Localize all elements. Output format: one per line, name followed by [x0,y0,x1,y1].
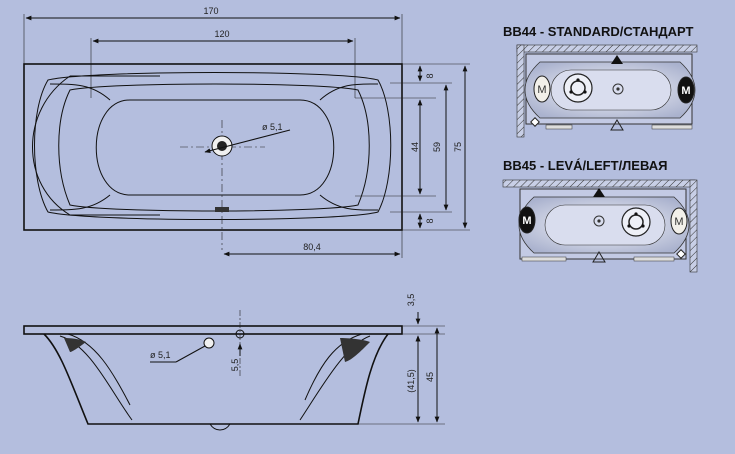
tub-body-side [43,333,389,425]
side-dim-overflow-label: 5,5 [230,359,240,372]
dim-inner-width-label: 44 [410,142,420,152]
side-dim-inner-depth-label: (41,5) [406,369,416,393]
side-drain-icon [203,337,215,349]
tub-rim-side [23,325,403,335]
side-dim-depth-label: 45 [425,372,435,382]
variant-bb45-left-badge: M [522,215,531,227]
side-dim-rim-label: 3,5 [406,294,416,307]
variant-bb44: BB44 - STANDARD/СТАНДАРТ M M [503,24,698,138]
dim-drain-diameter-label: ø 5,1 [262,122,283,132]
variant-bb45-title: BB45 - LEVÁ/LEFT/ЛЕВАЯ [503,158,667,173]
variant-bb44-left-badge: M [537,84,546,96]
variant-bb44-right-badge: M [681,85,690,97]
drain-inner-icon [217,141,227,151]
top-view: 170 120 ø 5,1 80,4 [23,6,470,258]
dim-drain-offset-label: 80,4 [303,242,321,252]
variant-bb44-title: BB44 - STANDARD/СТАНДАРТ [503,24,693,39]
dim-rim-bottom-label: 8 [425,218,435,223]
side-view: ø 5,1 5,5 3,5 (41,5) 45 [23,294,445,431]
variant-bb45-right-badge: M [674,216,683,228]
dim-rim-top-label: 8 [425,73,435,78]
tub-floor [95,99,335,196]
tub-outline-top [23,63,403,231]
dim-bottom-width-label: 59 [432,142,442,152]
variant-bb45: BB45 - LEVÁ/LEFT/ЛЕВАЯ M M [502,158,698,273]
overflow-slot-icon [215,207,229,212]
dim-width-label: 75 [453,142,463,152]
dim-length-label: 170 [203,6,218,16]
side-dim-drain-diameter-label: ø 5,1 [150,350,171,360]
dim-inner-length-label: 120 [214,29,229,39]
